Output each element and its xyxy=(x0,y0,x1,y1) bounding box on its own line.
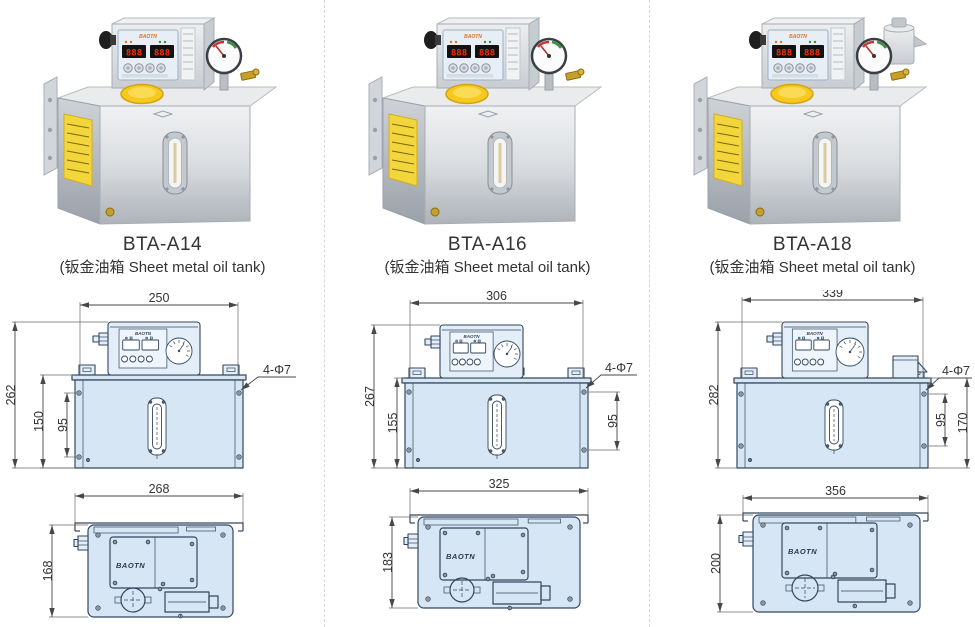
dimension-label: 262 xyxy=(4,385,18,406)
dimension-label: 95 xyxy=(606,414,620,428)
dimension-label: 267 xyxy=(363,386,377,407)
top-view-container: 356 200 BAOTN xyxy=(650,478,975,627)
top-view-container: 325 183 BAOTN xyxy=(325,477,650,627)
dimension-label: 356 xyxy=(825,484,846,498)
brand-logo-text: BAOTN xyxy=(807,331,824,336)
led-display: 888 xyxy=(450,49,466,59)
brand-logo-text: BAOTN xyxy=(789,34,807,40)
dimension-label: 250 xyxy=(149,291,170,305)
dimension-label: 200 xyxy=(709,553,723,574)
product-title: BTA-A18 xyxy=(772,234,853,255)
brand-logo-text: BAOTN xyxy=(446,552,475,561)
dimension-label: 268 xyxy=(149,482,170,496)
dimension-label: 155 xyxy=(386,413,400,434)
brand-logo-text: BAOTN xyxy=(135,331,152,336)
product-subtitle: (钣金油箱 Sheet metal oil tank) xyxy=(709,259,916,276)
product-photo-container: BAOTN 888 888 xyxy=(363,2,613,230)
top-view-drawing: 268 168 BAOTN xyxy=(41,482,244,619)
brand-logo-text: BAOTN xyxy=(139,34,157,40)
dimension-label: 170 xyxy=(956,413,970,434)
product-column-bta-a14: BAOTN 888 888 BTA-A14 (钣金油箱 Sheet metal oi… xyxy=(0,0,325,627)
product-title: BTA-A14 xyxy=(122,234,203,255)
product-subtitle: (钣金油箱 Sheet metal oil tank) xyxy=(59,259,266,276)
product-photo-container: BAOTN 888 888 xyxy=(688,2,938,230)
product-photo: BAOTN 888 888 xyxy=(43,17,278,225)
brand-logo-text: BAOTN xyxy=(464,334,481,339)
dimension-label: 306 xyxy=(486,290,507,303)
product-photo-container: BAOTN 888 888 xyxy=(38,2,288,230)
product-subtitle: (钣金油箱 Sheet metal oil tank) xyxy=(384,259,591,276)
led-display: 888 xyxy=(153,49,169,59)
column-divider xyxy=(324,0,325,627)
product-column-bta-a18: BAOTN 888 888 BTA-A18 (钣金油箱 Sheet metal oi… xyxy=(650,0,975,627)
product-photo: BAOTN 888 888 xyxy=(368,17,603,225)
front-view-drawing: BAOTN 250 262 150 95 4-Φ7 xyxy=(4,291,296,469)
dimension-label: 183 xyxy=(381,552,395,573)
dimension-label: 4-Φ7 xyxy=(263,363,291,377)
dimension-label: 339 xyxy=(822,290,843,300)
top-view-drawing: 356 200 BAOTN xyxy=(709,484,929,613)
product-column-bta-a16: BAOTN 888 888 BTA-A16 (钣金油箱 Sheet metal oi… xyxy=(325,0,650,627)
dimension-label: 282 xyxy=(707,385,721,406)
dimension-label: 150 xyxy=(32,411,46,432)
led-display: 888 xyxy=(803,49,819,59)
brand-logo-text: BAOTN xyxy=(464,34,482,40)
dimension-label: 95 xyxy=(934,413,948,427)
led-display: 888 xyxy=(125,49,141,59)
product-photo: BAOTN 888 888 xyxy=(693,17,928,225)
front-view-drawing: BAOTN 306 267 155 95 4-Φ7 xyxy=(363,289,637,469)
brand-logo-text: BAOTN xyxy=(116,561,145,570)
led-display: 888 xyxy=(478,49,494,59)
dimension-label: 325 xyxy=(489,478,510,491)
front-view-container: BAOTN 306 267 155 95 4-Φ7 xyxy=(325,289,650,478)
product-title: BTA-A16 xyxy=(447,234,528,255)
brand-logo-text: BAOTN xyxy=(788,547,817,556)
dimension-label: 4-Φ7 xyxy=(942,364,970,378)
front-view-container: BAOTN 339 282 95 170 4-Φ7 xyxy=(650,286,975,478)
dimension-label: 168 xyxy=(41,561,55,582)
column-divider xyxy=(649,0,650,627)
top-view-container: 268 168 BAOTN xyxy=(0,478,325,627)
front-view-container: BAOTN 250 262 150 95 4-Φ7 xyxy=(0,290,325,478)
front-view-drawing: BAOTN 339 282 95 170 4-Φ7 xyxy=(707,286,972,469)
dimension-label: 95 xyxy=(56,418,70,432)
dimension-label: 4-Φ7 xyxy=(605,361,633,375)
top-view-drawing: 325 183 BAOTN xyxy=(381,477,589,611)
led-display: 888 xyxy=(775,49,791,59)
